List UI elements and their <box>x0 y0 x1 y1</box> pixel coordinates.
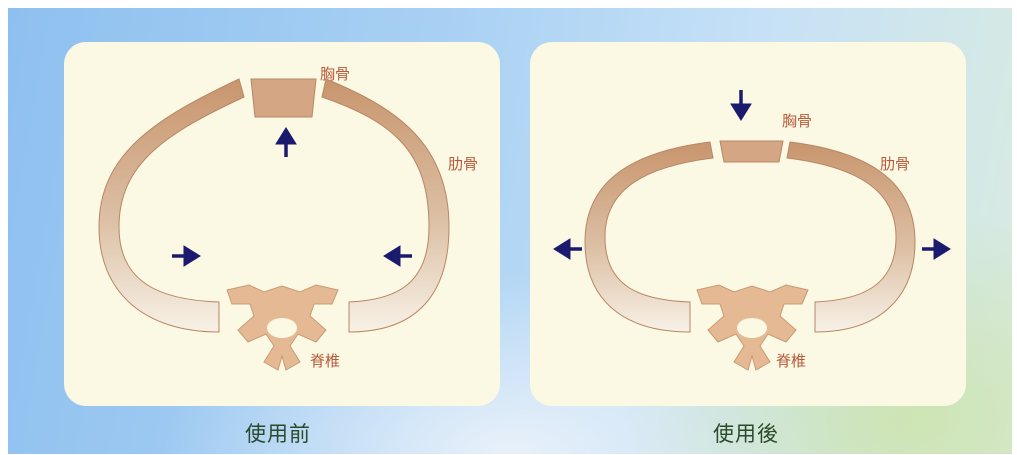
sternum <box>719 140 784 163</box>
arrow-left-icon <box>553 238 582 260</box>
right-rib <box>321 78 450 333</box>
sternum <box>250 78 317 118</box>
arrow-right-icon <box>922 238 951 260</box>
label-ribs: 肋骨 <box>880 155 911 173</box>
diagram-panel-before: 胸骨 肋骨 脊椎 <box>64 42 500 406</box>
label-spine: 脊椎 <box>310 352 341 370</box>
label-sternum: 胸骨 <box>320 65 351 83</box>
left-rib <box>98 78 245 333</box>
vertebra <box>226 284 339 371</box>
vertebra <box>696 284 809 371</box>
label-ribs: 肋骨 <box>448 155 479 173</box>
arrow-down-icon <box>730 90 752 121</box>
ribcage-after-svg <box>553 90 951 371</box>
label-sternum: 胸骨 <box>782 112 813 130</box>
caption-after: 使用後 <box>713 422 779 446</box>
arrow-left-icon <box>383 245 412 267</box>
arrow-right-icon <box>172 245 201 267</box>
label-spine: 脊椎 <box>776 352 807 370</box>
left-rib <box>584 141 714 333</box>
caption-before: 使用前 <box>245 422 311 446</box>
diagram-panel-after: 胸骨 肋骨 脊椎 <box>530 42 966 406</box>
right-rib <box>786 141 916 333</box>
ribcage-before-svg <box>98 78 450 371</box>
arrow-up-icon <box>275 127 297 157</box>
